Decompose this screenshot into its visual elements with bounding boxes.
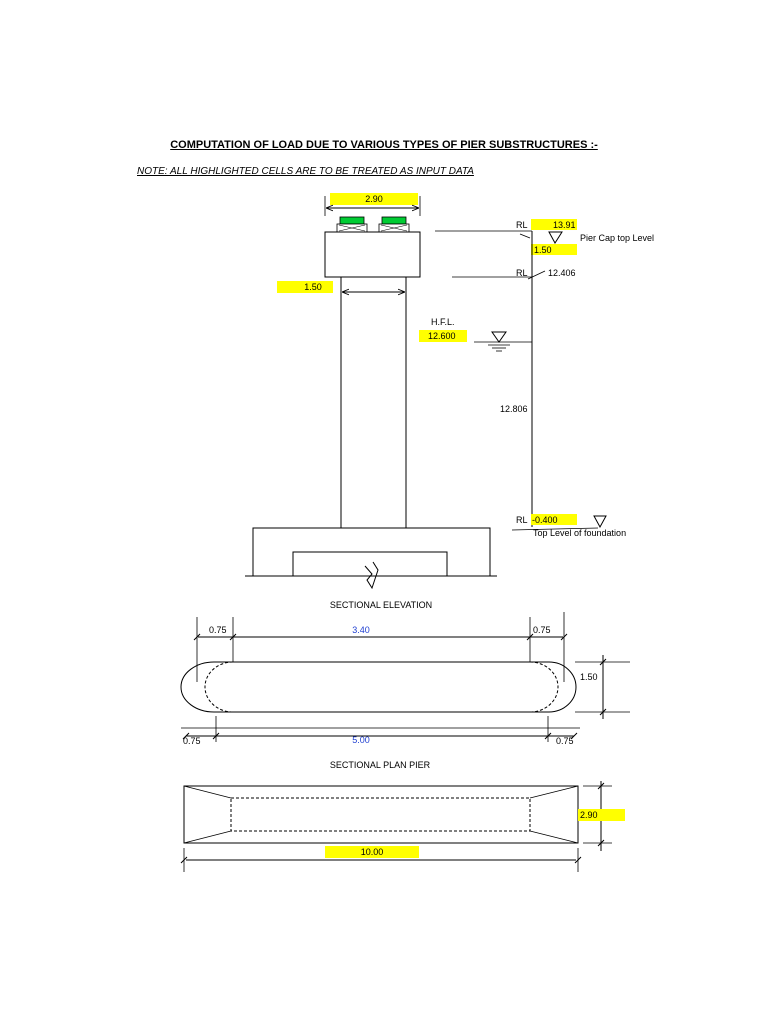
hfl-highlight[interactable] (419, 330, 467, 342)
leader-cap-bottom (527, 270, 546, 280)
rl-top-highlight[interactable] (531, 219, 577, 230)
cap-depth-highlight[interactable] (531, 244, 577, 255)
rl-foundation-highlight[interactable] (531, 514, 577, 525)
bearing-right (378, 216, 410, 233)
rl-foundation-line (511, 527, 599, 531)
hfl-label: H.F.L. (431, 317, 455, 327)
rl-cap-bottom-value: 12.406 (548, 268, 576, 278)
cap-width-highlight[interactable] (330, 193, 418, 205)
foundation-level-label: Top Level of foundation (533, 528, 626, 538)
rl-cap-bottom-label: RL (516, 268, 528, 278)
hfl-value: 12.600 (428, 331, 456, 341)
rl-top-value: 13.91 (553, 220, 576, 230)
cap-width-value: 2.90 (365, 194, 383, 204)
pier-height-value: 12.806 (500, 404, 528, 414)
plan-middle-bottom-value: 5.00 (352, 735, 370, 745)
input-note: NOTE: ALL HIGHLIGHTED CELLS ARE TO BE TR… (137, 166, 474, 177)
water-level-icon (491, 331, 507, 343)
plan-right-top-value: 0.75 (533, 625, 551, 635)
pier-plan-outline (180, 661, 577, 713)
plan-pier-caption: SECTIONAL PLAN PIER (330, 760, 431, 770)
cap-plan-width-value: 2.90 (580, 810, 598, 820)
leader-top (519, 233, 531, 239)
plan-middle-top-value: 3.40 (352, 625, 370, 635)
plan-width-value: 1.50 (580, 672, 598, 682)
cap-plan-length-value: 10.00 (361, 847, 384, 857)
cap-depth-value: 1.50 (534, 245, 552, 255)
page-title: COMPUTATION OF LOAD DUE TO VARIOUS TYPES… (170, 139, 598, 151)
rl-foundation-label: RL (516, 515, 528, 525)
rl-top-label: RL (516, 220, 528, 230)
level-marker-foundation-icon (593, 515, 607, 529)
pier-cap (324, 231, 421, 278)
break-line (364, 561, 379, 590)
cap-plan-width-highlight[interactable] (578, 809, 625, 821)
pier-width-value: 1.50 (304, 282, 322, 292)
pier-width-highlight[interactable] (277, 281, 333, 293)
plan-left-bottom-value: 0.75 (183, 736, 201, 746)
pier-cap-plan-outline (183, 785, 579, 844)
pier-cap-plan-inner (230, 797, 531, 832)
bearing-left (336, 216, 368, 233)
plan-right-bottom-value: 0.75 (556, 736, 574, 746)
plan-left-top-value: 0.75 (209, 625, 227, 635)
cap-plan-length-highlight[interactable] (325, 846, 419, 858)
elevation-caption: SECTIONAL ELEVATION (330, 600, 432, 610)
level-marker-top-icon (548, 231, 563, 244)
rl-foundation-value: -0.400 (532, 515, 558, 525)
pier-plan-dashed-ends (204, 661, 559, 713)
pier-cap-level-label: Pier Cap top Level (580, 233, 654, 243)
